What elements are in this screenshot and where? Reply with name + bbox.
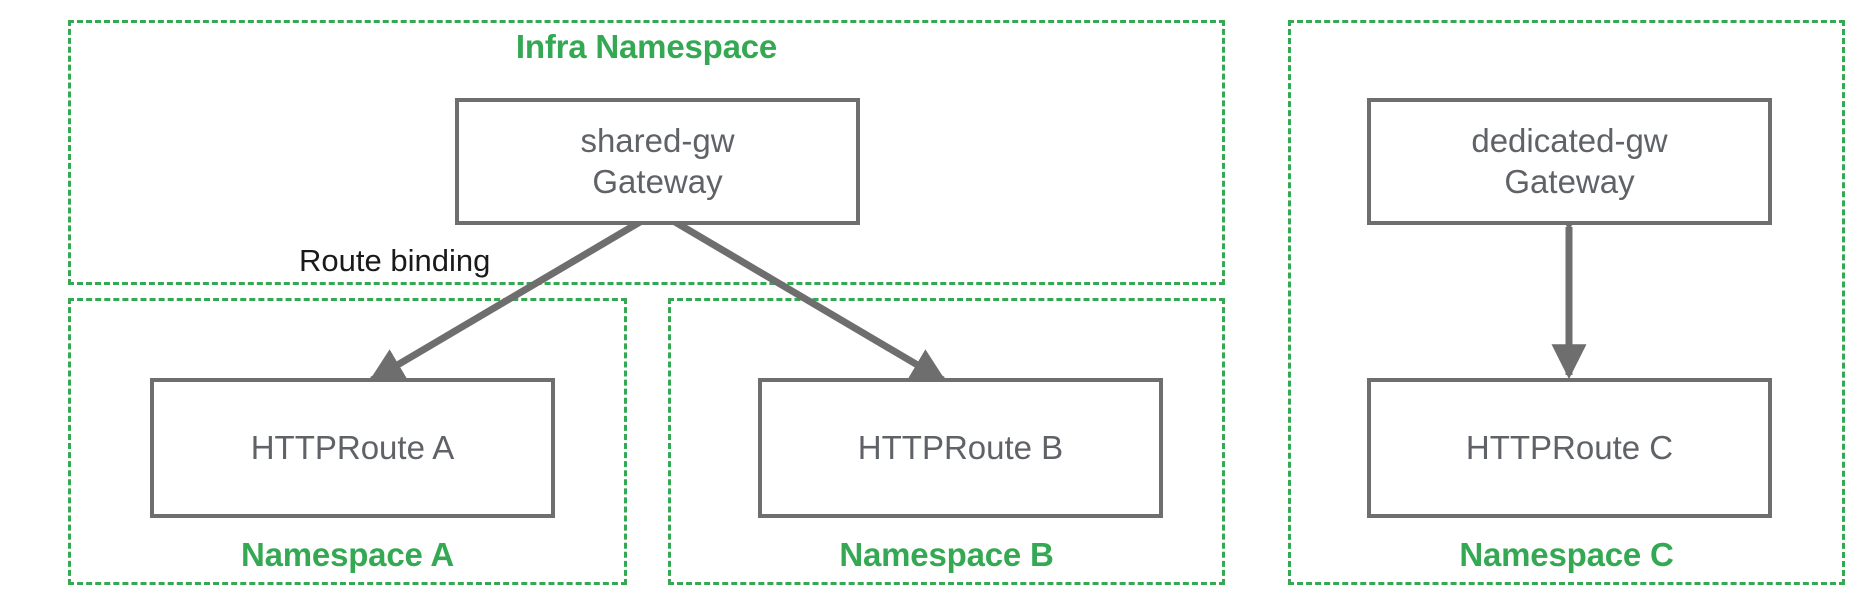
resource-box-shared-gw[interactable]: shared-gw Gateway bbox=[455, 98, 860, 225]
resource-name-httproute-b: HTTPRoute B bbox=[857, 428, 1064, 466]
resource-kind-dedicated-gw: Gateway bbox=[1504, 162, 1635, 200]
resource-box-httproute-c[interactable]: HTTPRoute C bbox=[1367, 378, 1772, 518]
namespace-container-a bbox=[68, 298, 627, 585]
resource-box-httproute-b[interactable]: HTTPRoute B bbox=[758, 378, 1163, 518]
resource-box-dedicated-gw[interactable]: dedicated-gw Gateway bbox=[1367, 98, 1772, 225]
resource-kind-shared-gw: Gateway bbox=[592, 162, 723, 200]
namespace-container-c bbox=[1288, 20, 1845, 585]
namespace-label-a: Namespace A bbox=[240, 536, 455, 573]
resource-name-dedicated-gw: dedicated-gw bbox=[1471, 122, 1668, 160]
namespace-label-b: Namespace B bbox=[839, 536, 1054, 573]
annotation-route-binding: Route binding bbox=[299, 243, 491, 278]
resource-box-httproute-a[interactable]: HTTPRoute A bbox=[150, 378, 555, 518]
resource-name-httproute-a: HTTPRoute A bbox=[250, 428, 455, 466]
namespace-label-c: Namespace C bbox=[1459, 536, 1674, 573]
resource-name-shared-gw: shared-gw bbox=[580, 122, 735, 160]
namespace-label-infra: Infra Namespace bbox=[515, 28, 778, 65]
resource-name-httproute-c: HTTPRoute C bbox=[1465, 428, 1674, 466]
